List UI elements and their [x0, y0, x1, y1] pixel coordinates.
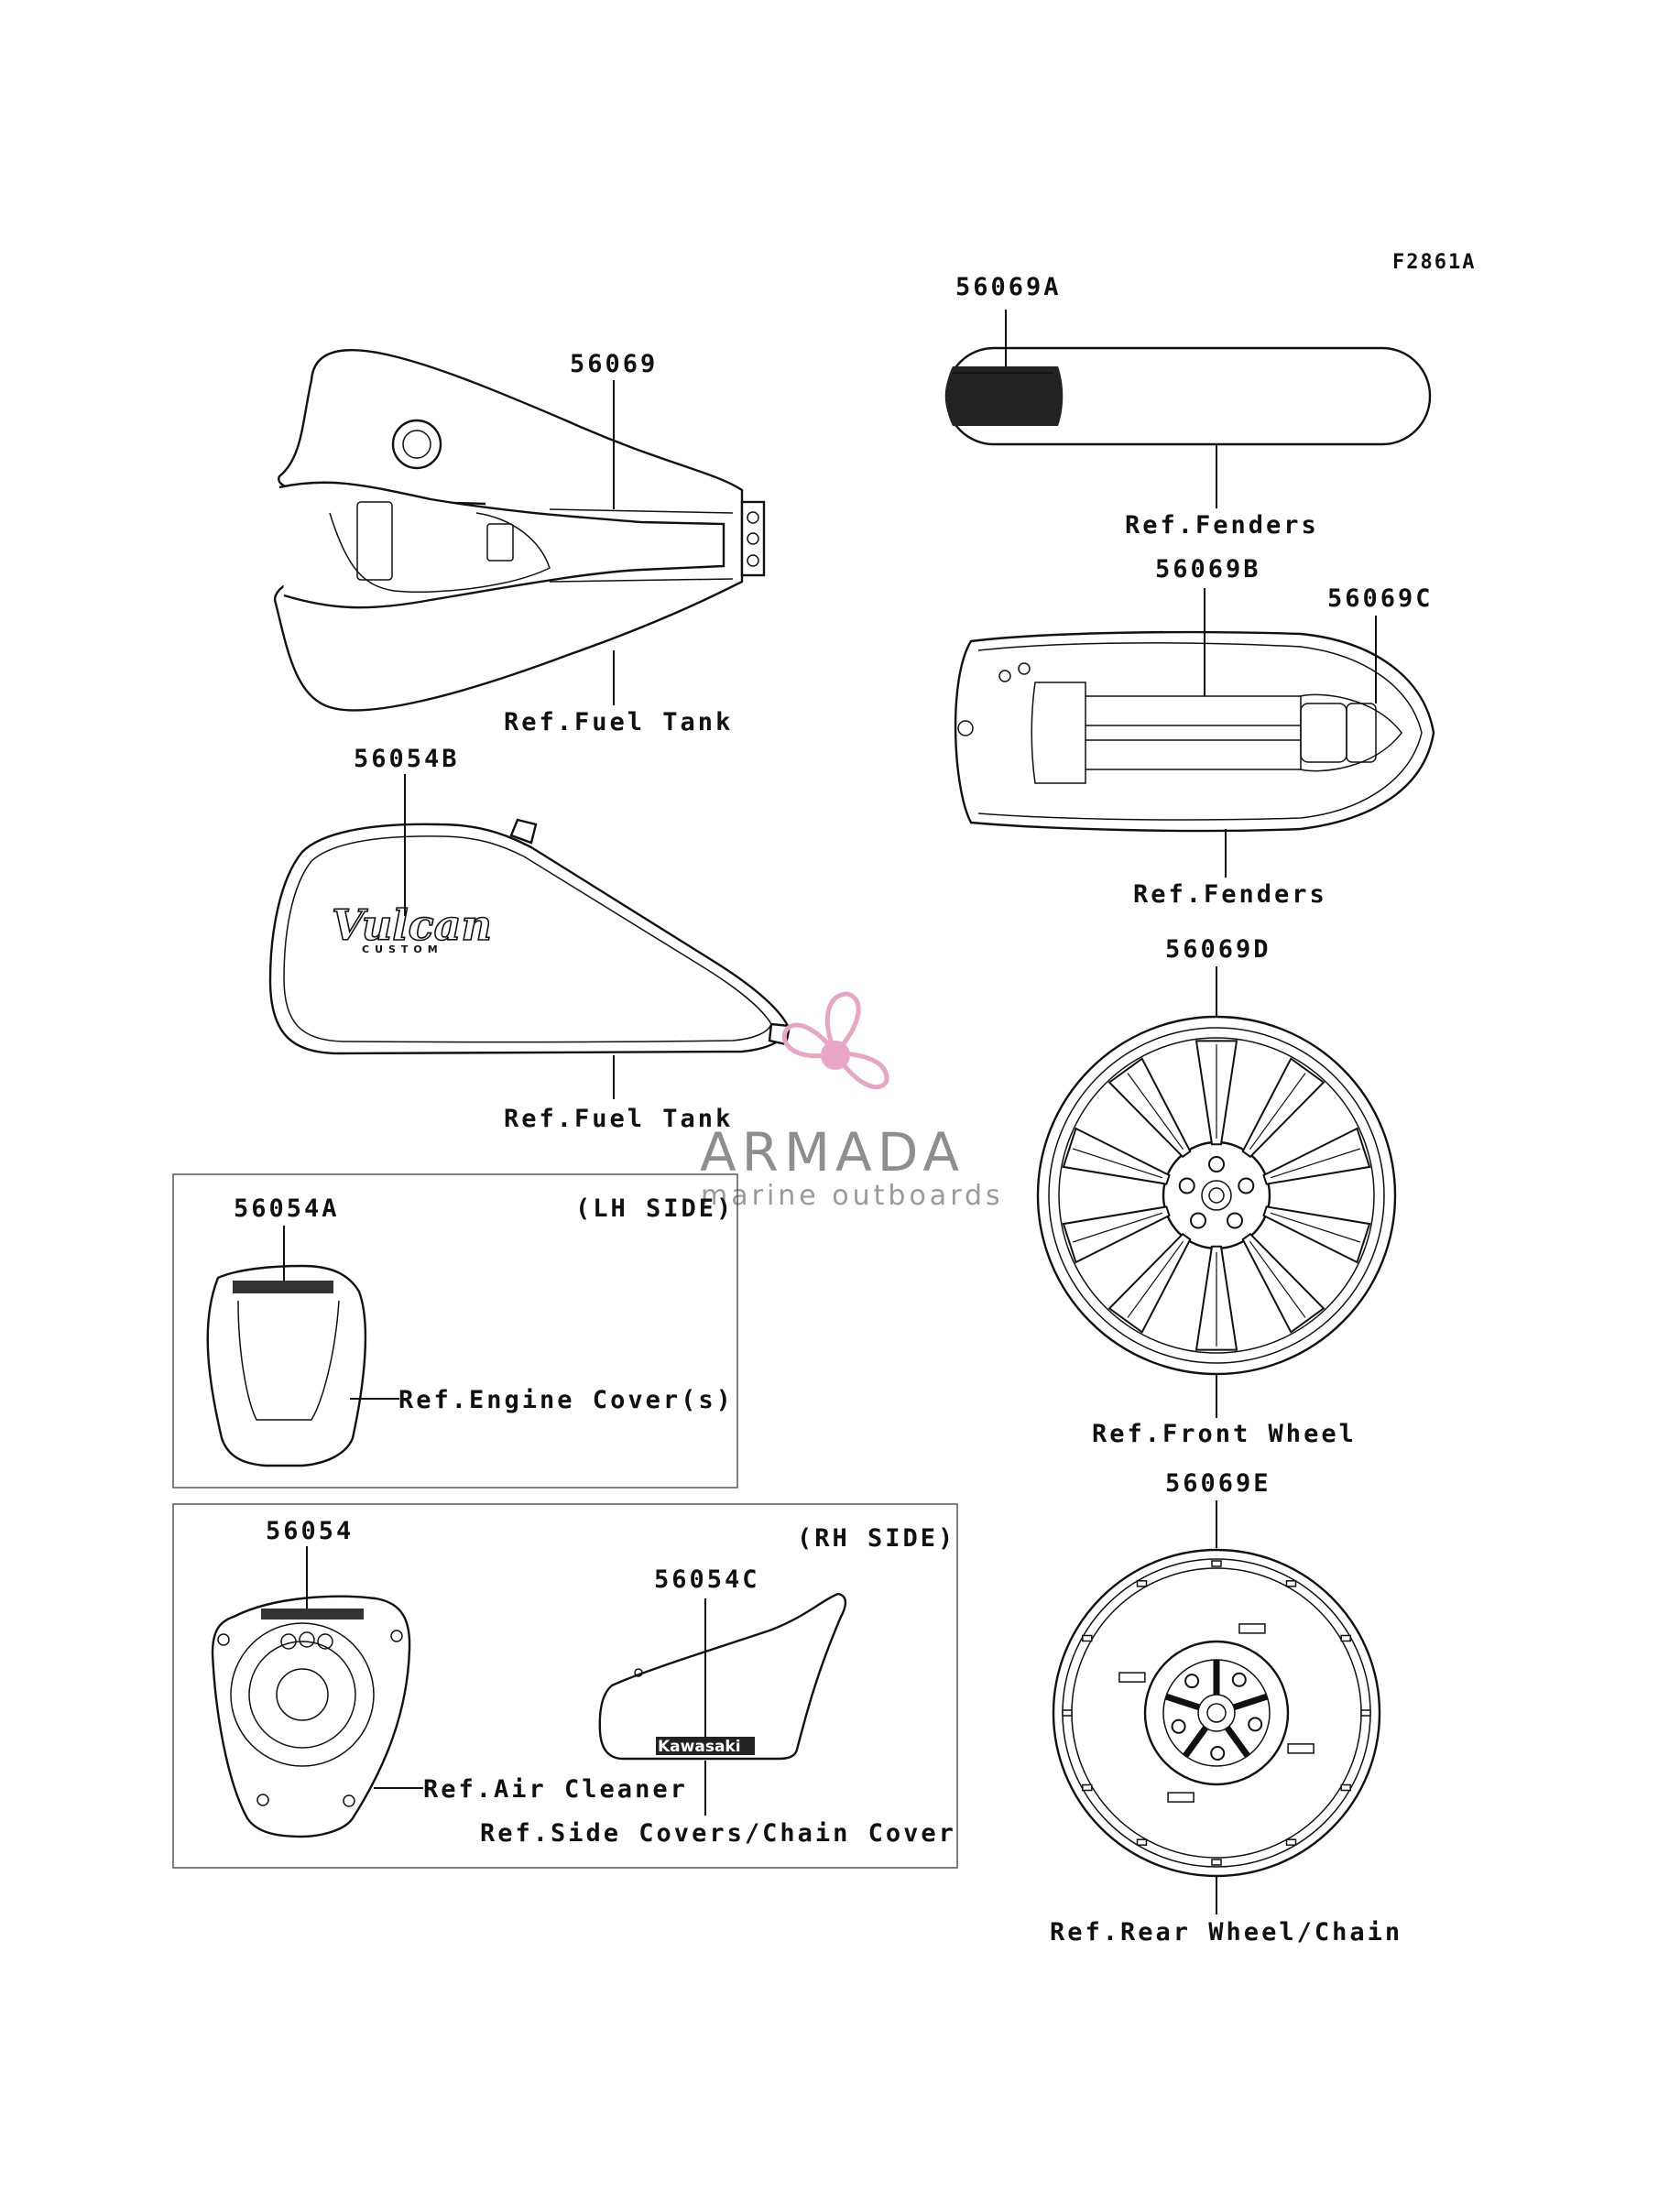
rim-marker [1340, 1634, 1351, 1642]
part-number-56069B: 56069B [1155, 555, 1261, 583]
ref-side-covers: Ref.Side Covers/Chain Cover [480, 1819, 956, 1848]
rim-marker [1285, 1580, 1297, 1587]
rear-wheel [1052, 1548, 1381, 1878]
wheel-spoke-line [1249, 1073, 1306, 1151]
brake-disc-slot [1238, 1623, 1266, 1634]
brake-disc-slot [1287, 1743, 1315, 1754]
wheel-spoke-line [1127, 1240, 1184, 1318]
wheel-spoke-line [1072, 1148, 1163, 1179]
rear-hub-hole [1231, 1672, 1247, 1687]
rim-marker [1136, 1580, 1148, 1587]
rear-hub-hole [1210, 1746, 1226, 1761]
rear-hub-hole [1184, 1674, 1200, 1689]
part-number-56069C: 56069C [1327, 584, 1434, 613]
hub-bolt [1190, 1212, 1206, 1229]
part-number-56054: 56054 [266, 1517, 354, 1545]
brake-disc-slot [1118, 1672, 1146, 1683]
part-number-56054A: 56054A [234, 1194, 340, 1223]
wheel-spoke [1062, 1205, 1171, 1264]
rim-marker [1082, 1634, 1093, 1642]
fuel-tank-top-view [273, 349, 766, 712]
brake-disc-slot [1167, 1792, 1195, 1803]
wheel-spoke-line [1072, 1212, 1163, 1243]
watermark-brand: ARMADA [700, 1121, 965, 1183]
rim-marker [1082, 1783, 1093, 1792]
rim-marker [1360, 1709, 1371, 1717]
wheel-spoke [1062, 1127, 1171, 1185]
wheel-spoke-line [1127, 1073, 1184, 1151]
rear-hub-spoke [1164, 1693, 1201, 1711]
part-number-56069D: 56069D [1165, 935, 1271, 964]
front-fender-stripe [944, 346, 1432, 446]
ref-fenders-2: Ref.Fenders [1133, 880, 1327, 909]
side-cover-decal: Kawasaki [598, 1592, 847, 1761]
hub-bolt [1178, 1177, 1195, 1194]
part-number-56069E: 56069E [1165, 1469, 1271, 1498]
lh-side-label: (LH SIDE) [575, 1194, 734, 1223]
hub-bolt [1208, 1156, 1225, 1172]
wheel-spoke [1262, 1127, 1371, 1185]
front-wheel [1036, 1015, 1397, 1376]
propeller-logo-icon [781, 991, 889, 1090]
ref-air-cleaner: Ref.Air Cleaner [423, 1775, 688, 1804]
part-number-56069: 56069 [570, 350, 658, 378]
rh-side-box [172, 1503, 958, 1869]
ref-engine-cover: Ref.Engine Cover(s) [398, 1386, 734, 1414]
lh-side-box [172, 1173, 738, 1489]
wheel-spoke-line [1270, 1212, 1361, 1243]
watermark-tagline: marine outboards [701, 1180, 1004, 1212]
custom-sublogo: CUSTOM [362, 943, 443, 955]
ref-fuel-tank-1: Ref.Fuel Tank [504, 708, 733, 736]
ref-rear-wheel: Ref.Rear Wheel/Chain [1050, 1918, 1402, 1947]
hub-bolt [1238, 1177, 1255, 1194]
ref-fuel-tank-2: Ref.Fuel Tank [504, 1105, 733, 1133]
rim-marker [1211, 1560, 1222, 1567]
vulcan-logo: Vulcan [332, 900, 492, 950]
rim-marker [1285, 1838, 1297, 1846]
ref-front-wheel: Ref.Front Wheel [1092, 1420, 1357, 1448]
rh-side-label: (RH SIDE) [797, 1524, 955, 1553]
figure-code: F2861A [1392, 251, 1476, 274]
fuel-tank-side-view: Vulcan CUSTOM [268, 818, 791, 1055]
wheel-spoke [1262, 1205, 1371, 1264]
rim-marker [1136, 1838, 1148, 1846]
part-number-56054B: 56054B [354, 745, 460, 773]
part-number-56054C: 56054C [654, 1565, 760, 1594]
armada-watermark: ARMADA marine outboards [700, 991, 1004, 1212]
rim-marker [1211, 1859, 1222, 1866]
hub-bolt [1227, 1212, 1243, 1229]
part-number-56069A: 56069A [955, 273, 1062, 301]
rear-hub-spoke [1232, 1693, 1269, 1711]
ref-fenders-1: Ref.Fenders [1125, 511, 1319, 540]
wheel-spoke-line [1249, 1240, 1306, 1318]
rear-hub-hole [1171, 1718, 1186, 1734]
engine-cover-decal [206, 1264, 367, 1467]
rear-hub-spoke [1224, 1726, 1250, 1758]
air-cleaner-cover [211, 1595, 411, 1838]
rear-hub-spoke [1183, 1726, 1209, 1758]
rear-fender-top-view [954, 630, 1435, 833]
wheel-spoke-line [1270, 1148, 1361, 1179]
kawasaki-logo: Kawasaki [658, 1738, 741, 1756]
rim-marker [1062, 1709, 1073, 1717]
rim-marker [1340, 1783, 1351, 1792]
rear-hub-hole [1248, 1717, 1263, 1732]
